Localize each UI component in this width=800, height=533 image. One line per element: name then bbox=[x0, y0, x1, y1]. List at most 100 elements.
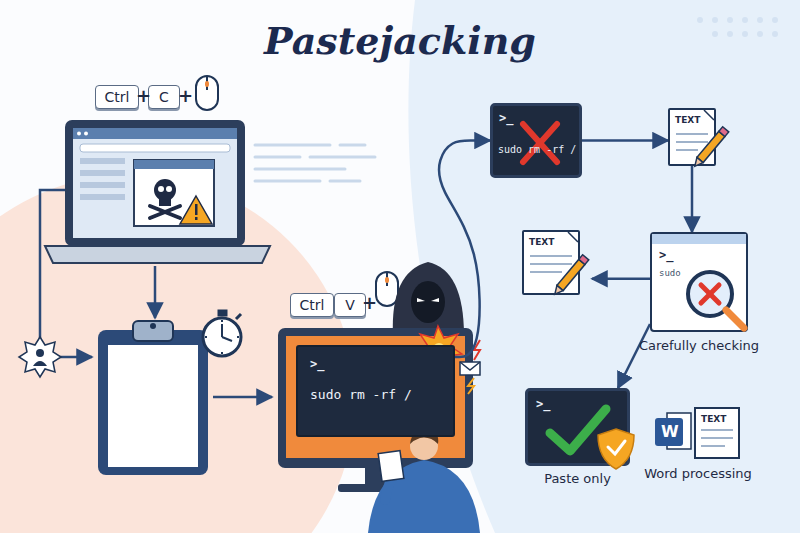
laptop-part bbox=[65, 120, 245, 246]
stopwatch-part bbox=[205, 336, 207, 338]
node-text: sudo rm -rf / bbox=[310, 387, 412, 402]
decor-dots-part bbox=[757, 31, 763, 37]
key-cap: V bbox=[334, 293, 366, 317]
stopwatch-part bbox=[203, 318, 241, 356]
badge-icon-part bbox=[33, 361, 47, 366]
node-text: V bbox=[335, 297, 365, 313]
flow-arrow bbox=[618, 324, 650, 388]
node-caption: Word processing bbox=[644, 466, 752, 481]
node-text: >_ bbox=[536, 397, 550, 411]
clipboard-part bbox=[108, 345, 198, 467]
laptop-part bbox=[195, 217, 198, 220]
laptop-part bbox=[73, 128, 237, 139]
speed-lines-part bbox=[330, 180, 360, 183]
laptop-part bbox=[80, 144, 230, 152]
stopwatch bbox=[203, 310, 241, 356]
clipboard-part bbox=[133, 321, 173, 341]
flow-arrow bbox=[592, 278, 650, 281]
laptop-part bbox=[150, 206, 180, 218]
laptop-part bbox=[159, 198, 171, 206]
decor-dots-part bbox=[757, 17, 763, 23]
key-cap: C bbox=[148, 85, 180, 109]
mouse-icon-part bbox=[376, 272, 398, 306]
decor-dots-part bbox=[742, 31, 748, 37]
stopwatch-part bbox=[222, 337, 232, 341]
terminal-window: >_Paste only bbox=[525, 388, 630, 466]
node-text: >_ bbox=[310, 357, 324, 371]
monitor-part bbox=[278, 328, 473, 468]
laptop-part bbox=[45, 246, 270, 263]
alert-icons-part bbox=[468, 378, 474, 394]
key-cap: Ctrl bbox=[95, 85, 139, 109]
clipboard-part bbox=[150, 323, 156, 329]
laptop-part bbox=[180, 196, 212, 224]
laptop-part bbox=[134, 160, 214, 226]
laptop-part bbox=[134, 160, 214, 169]
speed-lines-part bbox=[340, 144, 365, 147]
clipboard bbox=[98, 321, 208, 475]
user-figure-part bbox=[378, 451, 404, 482]
key-cap: Ctrl bbox=[290, 293, 334, 317]
node-caption: Carefully checking bbox=[639, 338, 759, 353]
laptop-part bbox=[80, 182, 125, 188]
terminal-window: >_sudo rm -rf / bbox=[490, 103, 582, 178]
node-text: sudo rm -rf / bbox=[498, 144, 576, 155]
decor-dots-part bbox=[742, 17, 748, 23]
speed-lines bbox=[255, 145, 375, 181]
decor-dots-part bbox=[727, 31, 733, 37]
badge-icon bbox=[19, 337, 61, 377]
hacker-figure-part bbox=[417, 298, 425, 302]
flow-arrow bbox=[691, 166, 694, 232]
text-document: TEXT bbox=[522, 230, 580, 295]
user-figure bbox=[368, 429, 480, 533]
node-text: TEXT bbox=[675, 115, 700, 125]
flow-arrow bbox=[439, 141, 490, 358]
laptop-part bbox=[80, 170, 125, 176]
alert-icons-part bbox=[460, 362, 480, 375]
node-text: >_ bbox=[659, 248, 673, 262]
node-text: W bbox=[661, 422, 679, 441]
mouse-icon-part bbox=[196, 76, 218, 110]
node-text: C bbox=[149, 89, 179, 105]
plus-sign: + bbox=[178, 85, 193, 106]
decor-dots-part bbox=[727, 17, 733, 23]
node-text: >_ bbox=[499, 111, 513, 125]
decor-dots-part bbox=[697, 17, 703, 23]
badge-icon-part bbox=[36, 349, 44, 357]
laptop-part bbox=[166, 186, 172, 192]
laptop-part bbox=[150, 206, 180, 218]
plus-sign: + bbox=[362, 292, 377, 313]
node-text: TEXT bbox=[701, 414, 726, 424]
hacker-figure-part bbox=[431, 298, 439, 302]
alert-icons bbox=[460, 340, 480, 394]
mouse-icon-part bbox=[205, 81, 209, 87]
plus-sign: + bbox=[136, 85, 151, 106]
alert-icons-part bbox=[460, 362, 480, 370]
stopwatch-part bbox=[221, 324, 223, 337]
speed-lines-part bbox=[255, 144, 330, 147]
decor-dots-part bbox=[772, 31, 778, 37]
mouse-icon-part bbox=[206, 76, 208, 90]
laptop bbox=[45, 120, 270, 263]
flow-arrows-part bbox=[213, 396, 272, 399]
diagram-title: Pastejacking bbox=[0, 18, 800, 63]
decor-dots-part bbox=[712, 17, 718, 23]
stopwatch-part bbox=[218, 310, 227, 316]
node-text: TEXT bbox=[529, 237, 554, 247]
flow-arrows-part bbox=[154, 266, 157, 318]
stopwatch-part bbox=[221, 352, 223, 354]
hacker-figure-part bbox=[411, 281, 445, 323]
speed-lines-part bbox=[255, 156, 300, 159]
monitor-part bbox=[286, 336, 465, 458]
speed-lines-part bbox=[255, 168, 345, 171]
decor-dots bbox=[697, 17, 778, 37]
stopwatch-part bbox=[221, 320, 223, 322]
word-icon: WTEXTWord processing bbox=[655, 408, 741, 458]
node-text: sudo bbox=[659, 268, 681, 278]
text-document: TEXT bbox=[668, 108, 716, 166]
mouse-icon-part bbox=[386, 272, 388, 286]
decor-dots-part bbox=[772, 17, 778, 23]
stopwatch-part bbox=[237, 336, 239, 338]
